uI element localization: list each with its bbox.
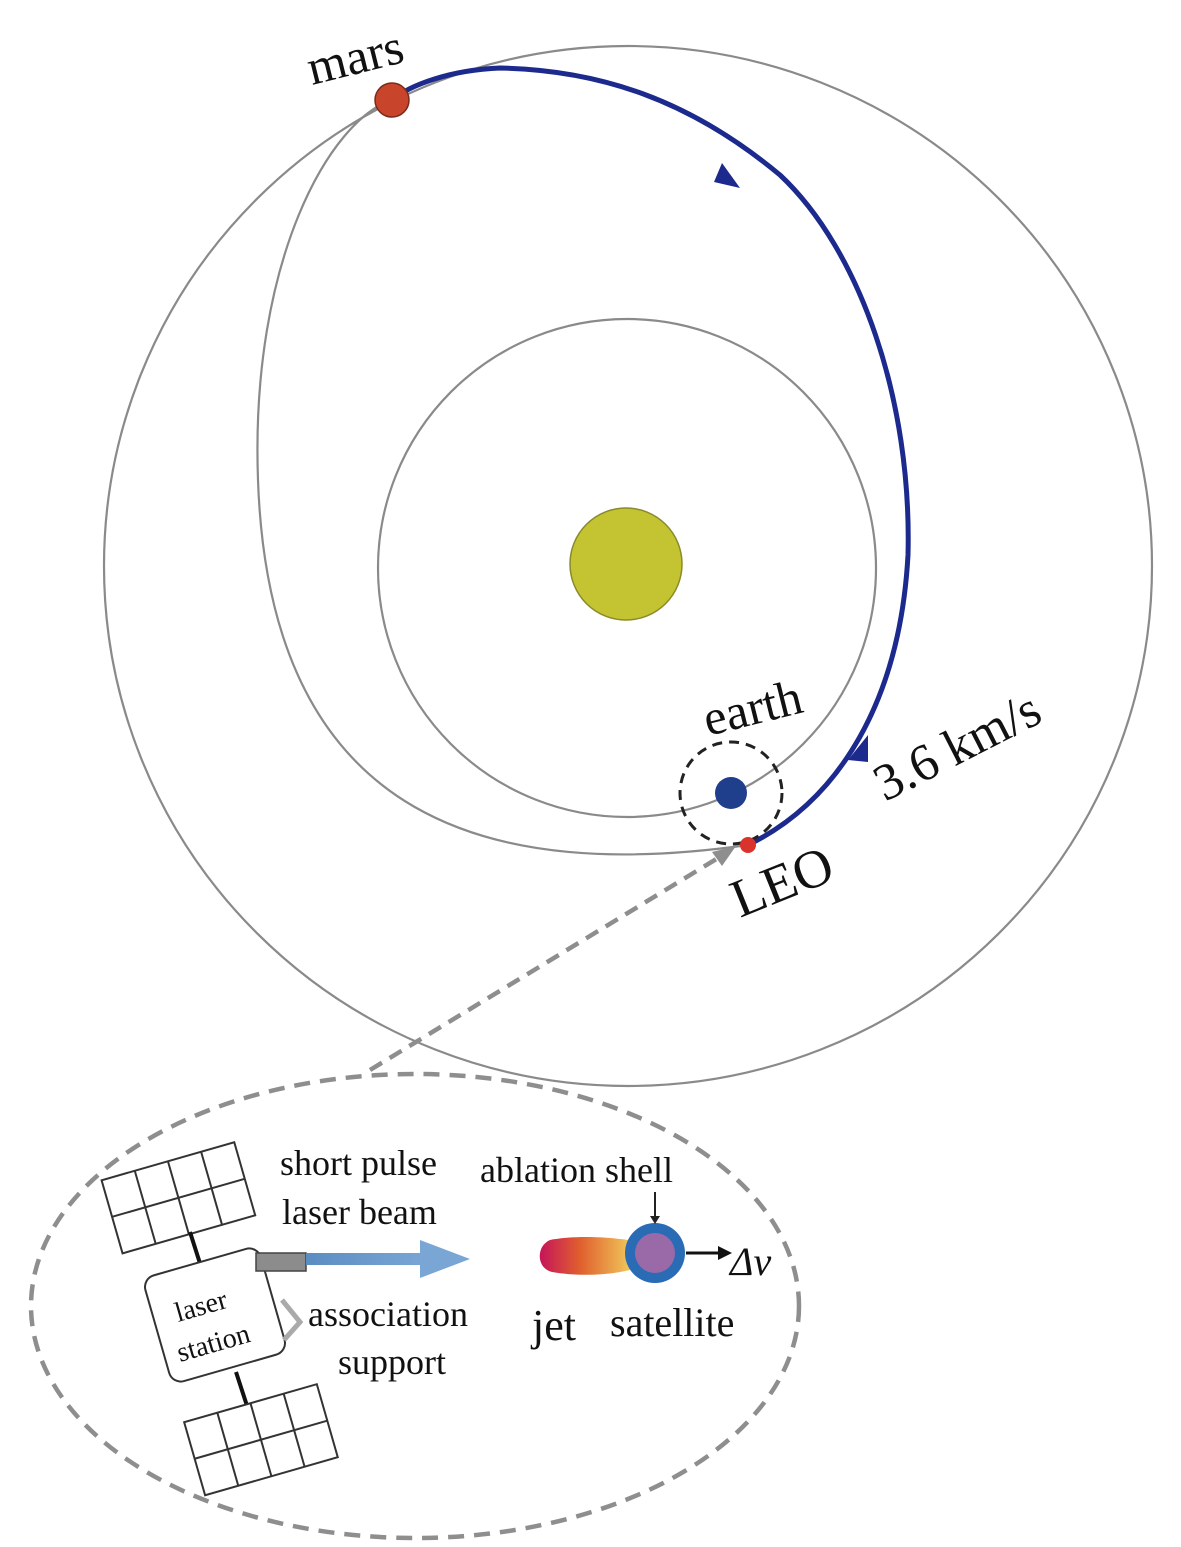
delta-v-arrowhead [718,1246,732,1260]
leo-point-icon [740,837,756,853]
earth-icon [715,777,747,809]
sun-icon [569,507,683,621]
laser-station-icon [144,1247,286,1383]
leo-label: LEO [722,834,842,929]
solar-panel-icon [182,1382,339,1497]
trajectory-arrow-lower [848,735,868,762]
laser-beam-arrowhead [420,1240,470,1278]
mars-orbit [102,44,1154,1088]
speed-label: 3.6 km/s [865,681,1050,813]
satellite-core [635,1233,675,1273]
transfer-orbit [256,98,749,856]
ablation-shell-pointer-head [650,1216,660,1224]
inset-pointer-line [368,856,720,1072]
laser-beam-shaft [306,1253,426,1265]
support-label: support [338,1342,446,1382]
inset-pointer-arrowhead [712,846,736,866]
jet-plume-icon [539,1237,630,1275]
trajectory-arrow-upper [714,163,740,188]
earth-orbit [376,317,878,819]
ablation-shell-label: ablation shell [480,1150,673,1190]
association-support-mark [280,1298,304,1342]
association-label: association [308,1294,468,1334]
short-pulse-label: short pulse [280,1143,437,1183]
jet-label: jet [530,1301,576,1350]
inset-ellipse [28,1071,802,1541]
laser-beam-label: laser beam [282,1192,437,1232]
solar-panel-icon [100,1141,257,1255]
mars-icon [374,82,410,118]
earth-soi [678,740,784,846]
transfer-trajectory [390,65,911,848]
earth-label: earth [697,668,808,747]
satellite-label: satellite [610,1300,734,1345]
delta-v-label: Δv [728,1239,771,1284]
laser-emitter [255,1252,307,1272]
